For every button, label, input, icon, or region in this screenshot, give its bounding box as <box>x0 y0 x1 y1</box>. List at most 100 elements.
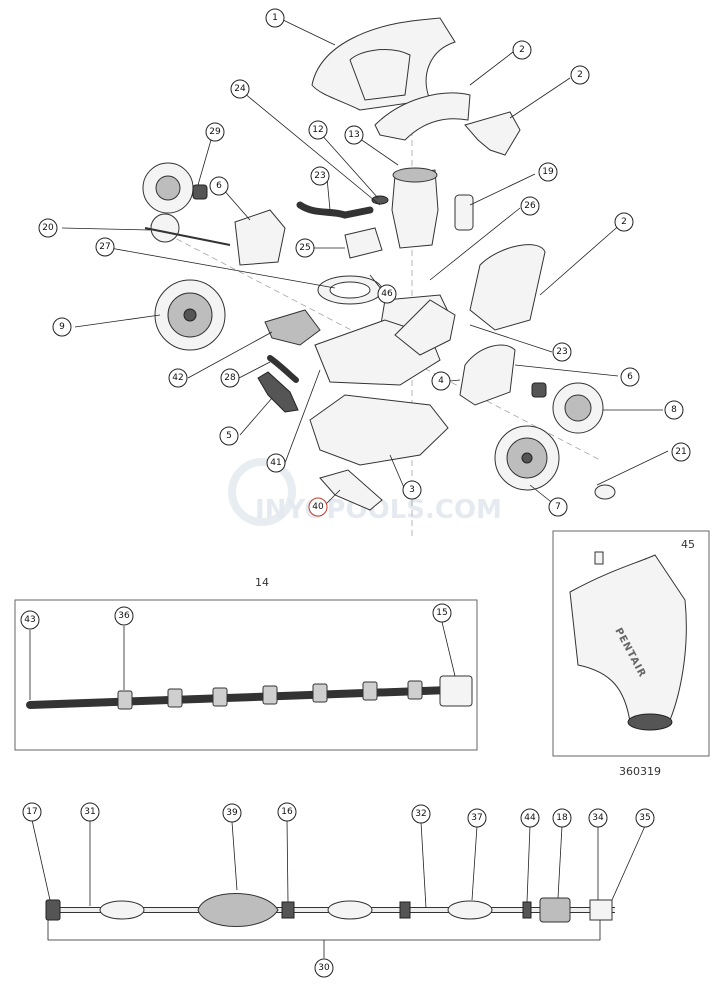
callout-2c: 2 <box>614 212 634 232</box>
svg-text:32: 32 <box>415 809 426 819</box>
callout-40: 40 <box>308 497 328 517</box>
svg-text:40: 40 <box>312 502 324 512</box>
callout-9: 9 <box>52 317 72 337</box>
svg-text:28: 28 <box>224 373 236 383</box>
callout-36: 36 <box>114 606 134 626</box>
svg-text:23: 23 <box>556 347 567 357</box>
svg-text:20: 20 <box>42 223 54 233</box>
callout-20: 20 <box>38 218 58 238</box>
hose-panel-title: 14 <box>255 576 269 589</box>
svg-text:21: 21 <box>675 447 686 457</box>
callout-31: 31 <box>80 802 100 822</box>
callout-42: 42 <box>168 368 188 388</box>
svg-text:13: 13 <box>348 130 359 140</box>
debris-bag <box>569 551 687 731</box>
svg-text:6: 6 <box>216 181 222 191</box>
callout-17: 17 <box>22 802 42 822</box>
exploded-callouts: 1 2 2 2 29 6 12 13 23 19 26 24 20 27 25 … <box>38 8 691 517</box>
callout-6a: 6 <box>209 176 229 196</box>
part-handle-cover <box>374 92 471 141</box>
svg-text:29: 29 <box>209 127 221 137</box>
svg-text:39: 39 <box>226 808 238 818</box>
svg-text:3: 3 <box>409 485 415 495</box>
callout-16: 16 <box>277 802 297 822</box>
leader-lines <box>61 19 669 506</box>
callout-21: 21 <box>671 442 691 462</box>
svg-text:42: 42 <box>172 373 183 383</box>
svg-text:2: 2 <box>621 217 627 227</box>
svg-text:15: 15 <box>436 608 447 618</box>
callout-4: 4 <box>431 371 451 391</box>
svg-text:30: 30 <box>318 963 330 973</box>
callout-25: 25 <box>295 238 315 258</box>
svg-text:2: 2 <box>519 45 525 55</box>
svg-text:2: 2 <box>577 70 583 80</box>
callout-27: 27 <box>95 237 115 257</box>
svg-text:37: 37 <box>471 813 482 823</box>
callout-44: 44 <box>520 808 540 828</box>
hose-assembly <box>26 675 473 710</box>
callout-2b: 2 <box>570 65 590 85</box>
svg-text:25: 25 <box>299 243 310 253</box>
callout-18: 18 <box>552 808 572 828</box>
svg-text:34: 34 <box>592 813 604 823</box>
callout-1: 1 <box>265 8 285 28</box>
callout-19: 19 <box>538 162 558 182</box>
callout-37: 37 <box>467 808 487 828</box>
callout-5: 5 <box>219 426 239 446</box>
callout-41: 41 <box>266 453 286 473</box>
callout-7: 7 <box>548 497 568 517</box>
callout-6b: 6 <box>620 367 640 387</box>
hose-panel <box>14 599 478 751</box>
callout-32: 32 <box>411 804 431 824</box>
callout-34: 34 <box>588 808 608 828</box>
svg-text:9: 9 <box>59 322 65 332</box>
svg-text:16: 16 <box>281 807 293 817</box>
callout-46: 46 <box>377 284 397 304</box>
svg-text:7: 7 <box>555 502 561 512</box>
svg-text:46: 46 <box>381 289 393 299</box>
bag-panel-number: 45 <box>681 538 695 551</box>
callout-28: 28 <box>220 368 240 388</box>
callout-12: 12 <box>308 120 328 140</box>
callout-24: 24 <box>230 79 250 99</box>
callout-29: 29 <box>205 122 225 142</box>
svg-text:4: 4 <box>438 376 444 386</box>
svg-text:12: 12 <box>312 125 323 135</box>
part-side-cover <box>464 111 521 156</box>
svg-text:36: 36 <box>118 611 130 621</box>
callout-15: 15 <box>432 603 452 623</box>
svg-text:8: 8 <box>671 405 677 415</box>
svg-text:5: 5 <box>226 431 232 441</box>
callout-2a: 2 <box>512 40 532 60</box>
tube-assembly <box>45 893 615 958</box>
callout-23a: 23 <box>310 166 330 186</box>
callout-3: 3 <box>402 480 422 500</box>
svg-text:43: 43 <box>24 615 35 625</box>
svg-text:23: 23 <box>314 171 325 181</box>
svg-text:1: 1 <box>272 13 278 23</box>
svg-text:31: 31 <box>84 807 95 817</box>
svg-text:19: 19 <box>542 167 554 177</box>
exploded-view <box>142 17 616 511</box>
svg-text:44: 44 <box>524 813 536 823</box>
svg-text:27: 27 <box>99 242 110 252</box>
part-throat <box>391 169 439 249</box>
svg-text:17: 17 <box>26 807 37 817</box>
callout-26: 26 <box>520 196 540 216</box>
callout-13: 13 <box>344 125 364 145</box>
callout-30: 30 <box>314 958 334 978</box>
svg-text:35: 35 <box>639 813 650 823</box>
callout-43: 43 <box>20 610 40 630</box>
tube-callouts: 17 31 39 16 32 37 44 18 34 35 30 <box>22 802 655 978</box>
callout-35: 35 <box>635 808 655 828</box>
callout-39: 39 <box>222 803 242 823</box>
svg-text:41: 41 <box>270 458 281 468</box>
callout-23b: 23 <box>552 342 572 362</box>
hose-callouts: 43 36 15 <box>20 603 456 700</box>
callout-8: 8 <box>664 400 684 420</box>
bag-code: 360319 <box>619 765 661 778</box>
svg-text:18: 18 <box>556 813 568 823</box>
svg-text:24: 24 <box>234 84 246 94</box>
